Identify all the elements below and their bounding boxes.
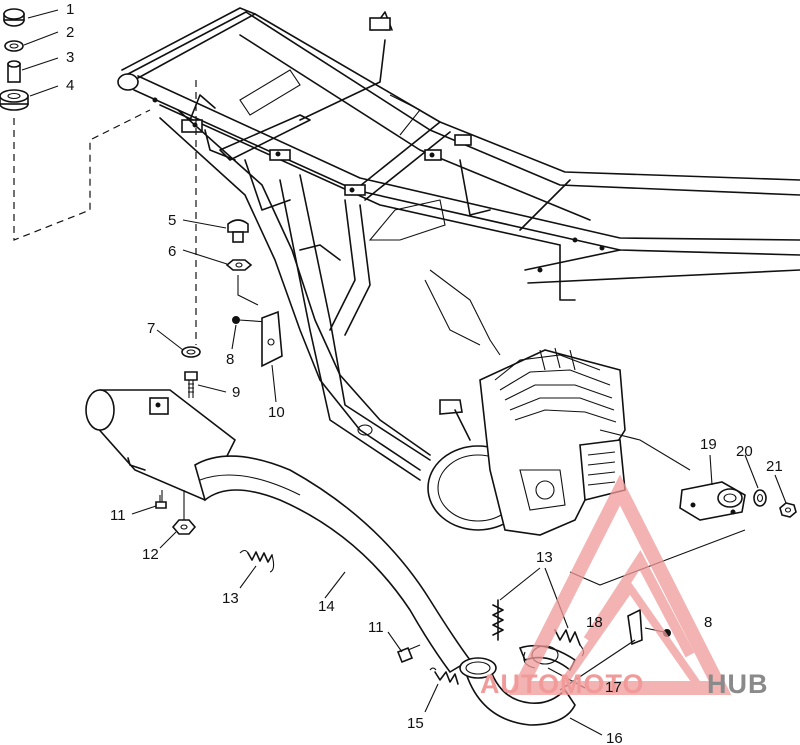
assembly-line-5-10 [237,275,259,306]
callout-labels: 1 2 3 4 5 6 7 8 9 10 11 12 13 14 11 13 1… [66,1,783,745]
callout-7: 7 [147,320,155,337]
callout-19: 19 [700,436,717,453]
callout-2: 2 [66,24,74,41]
part-15-spring [429,667,459,685]
part-6-nut [225,259,253,271]
callout-16: 16 [606,730,623,745]
part-10-bracket [261,310,283,368]
part-13-spring-left [239,549,275,573]
watermark-text-secondary: HUB [707,669,769,699]
part-13-spring-mid [492,599,504,641]
part-5-bumper [227,219,249,243]
callout-10: 10 [268,404,285,421]
callout-3: 3 [66,49,74,66]
part-12-nut [171,519,197,535]
part-1-nut [3,8,25,27]
leader-lines [21,9,787,736]
watermark-logo [508,474,732,695]
callout-4: 4 [66,77,74,94]
part-9-bolt [184,371,198,398]
engine-assembly [427,347,691,536]
assembly-line-left [13,109,151,241]
watermark-text-primary: AUTOMOTO [480,669,645,699]
part-7-washer [181,346,201,358]
callout-8-lower: 8 [704,614,712,631]
callout-17: 17 [605,679,622,696]
callout-21: 21 [766,458,783,475]
callout-13-left: 13 [222,590,239,607]
callout-8-upper: 8 [226,351,234,368]
part-4-grommet [0,89,29,111]
callout-15: 15 [407,715,424,732]
part-11-bolt-upper [155,490,167,509]
vehicle-frame [117,7,800,481]
part-18-bracket [627,608,643,646]
callout-6: 6 [168,243,176,260]
callout-9: 9 [232,384,240,401]
part-3-spacer [7,60,21,83]
callout-18: 18 [586,614,603,631]
callout-13-right: 13 [536,549,553,566]
part-20-gasket [753,489,767,507]
callout-20: 20 [736,443,753,460]
callout-14: 14 [318,598,335,615]
part-19-flange [679,481,746,521]
callout-11-lower: 11 [368,619,384,636]
part-21-nut [779,502,797,518]
callout-1: 1 [66,1,74,18]
callout-11-upper: 11 [110,507,126,524]
callout-12: 12 [142,546,159,563]
leader-13 [499,567,569,629]
part-2-washer [4,40,24,52]
part-11-bolt-lower [396,644,421,664]
callout-5: 5 [168,212,176,229]
